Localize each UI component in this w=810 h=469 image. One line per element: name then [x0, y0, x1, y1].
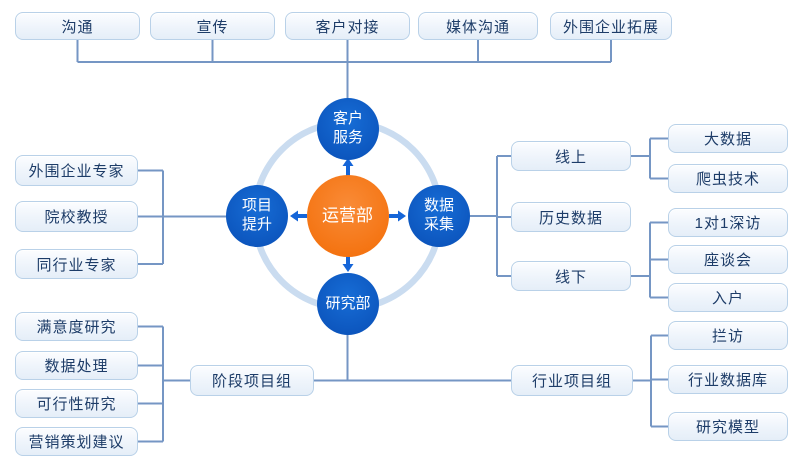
circle-research-dept: 研究部 — [317, 273, 379, 335]
circle-operations-dept: 运营部 — [306, 174, 389, 257]
node-online: 线上 — [511, 141, 631, 171]
node-focus-group: 座谈会 — [668, 245, 788, 274]
node-media-communication: 媒体沟通 — [418, 12, 538, 40]
node-research-model: 研究模型 — [668, 412, 788, 441]
circle-customer-service: 客户 服务 — [317, 98, 379, 160]
node-offline: 线下 — [511, 261, 631, 291]
circle-label: 研究部 — [325, 294, 371, 312]
circle-data-collection: 数据 采集 — [408, 185, 470, 247]
node-household-visit: 入户 — [668, 283, 788, 312]
node-industry-project-group: 行业项目组 — [511, 365, 633, 396]
circle-label: 运营部 — [322, 205, 373, 225]
node-big-data: 大数据 — [668, 124, 788, 153]
node-crawler-tech: 爬虫技术 — [668, 164, 788, 193]
node-historical-data: 历史数据 — [511, 202, 631, 232]
node-client-contact: 客户对接 — [285, 12, 410, 40]
node-professors: 院校教授 — [15, 201, 138, 232]
node-industry-database: 行业数据库 — [668, 365, 788, 394]
node-communication: 沟通 — [15, 12, 140, 40]
connector-lines — [76, 40, 668, 443]
node-stage-project-group: 阶段项目组 — [190, 365, 314, 396]
node-external-enterprise-expansion: 外围企业拓展 — [550, 12, 672, 40]
node-external-experts: 外围企业专家 — [15, 155, 138, 186]
circle-project-improvement: 项目 提升 — [226, 185, 288, 247]
node-promotion: 宣传 — [150, 12, 275, 40]
circle-label: 项目 — [241, 197, 272, 215]
arrow-down-icon — [342, 254, 354, 272]
node-industry-experts: 同行业专家 — [15, 249, 138, 279]
circle-label: 提升 — [241, 216, 272, 233]
node-intercept-interview: 拦访 — [668, 321, 788, 350]
circle-label: 数据 — [423, 197, 454, 215]
circle-label: 服务 — [332, 129, 363, 146]
node-data-processing: 数据处理 — [15, 351, 138, 380]
arrow-up-icon — [342, 158, 354, 176]
node-feasibility-research: 可行性研究 — [15, 389, 138, 418]
node-one-on-one-interview: 1对1深访 — [668, 208, 788, 237]
arrow-right-icon — [389, 210, 406, 222]
node-marketing-advice: 营销策划建议 — [15, 427, 138, 456]
node-satisfaction-research: 满意度研究 — [15, 312, 138, 341]
circle-label: 采集 — [423, 216, 454, 233]
circle-label: 客户 — [332, 110, 363, 128]
arrow-left-icon — [290, 210, 307, 222]
